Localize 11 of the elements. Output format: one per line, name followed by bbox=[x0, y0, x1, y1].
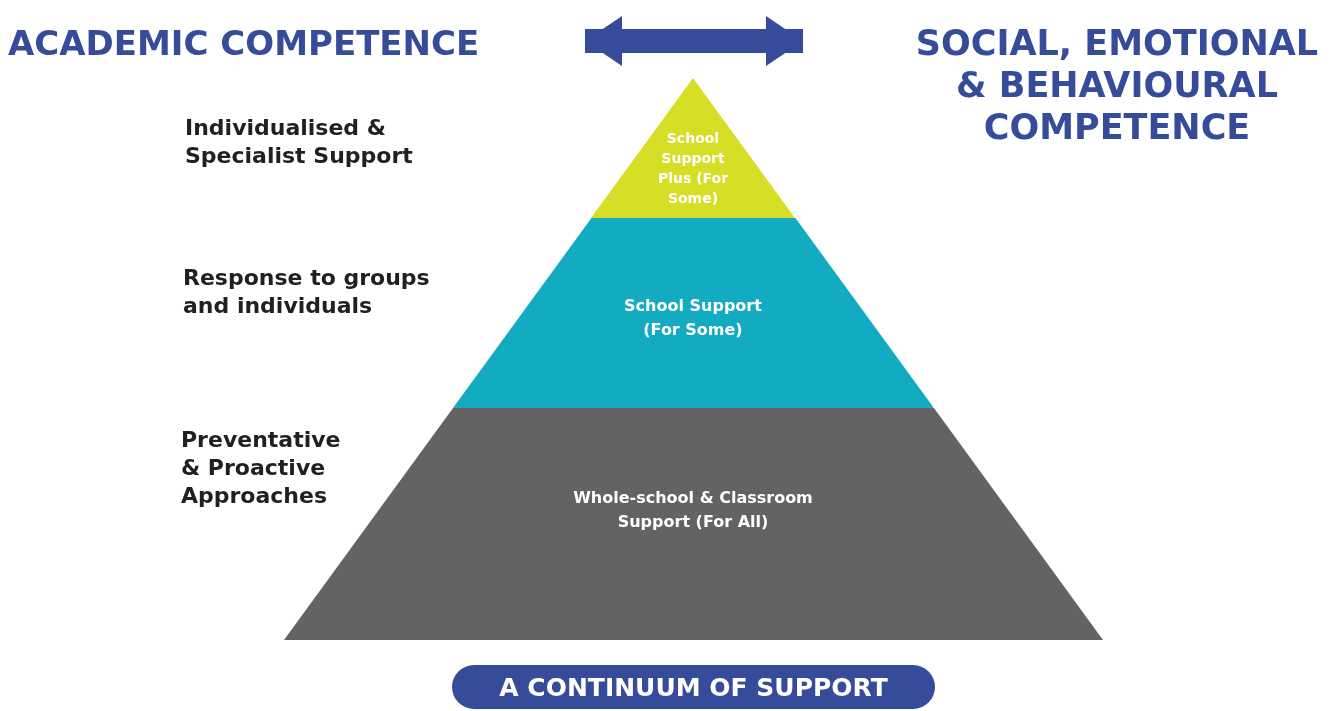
heading: SOCIAL, EMOTIONAL & BEHAVIOURAL COMPETENCE bbox=[803, 22, 1331, 148]
top-tier-triangle bbox=[591, 78, 795, 218]
tier-label: School Support Plus (For Some) bbox=[656, 129, 730, 208]
tier-description: Preventative & Proactive Approaches bbox=[181, 426, 342, 510]
tier-label: Whole-school & Classroom Support (For All) bbox=[572, 487, 814, 533]
tier-description: Individualised & Specialist Support bbox=[185, 114, 414, 170]
tier-description: Response to groups and individuals bbox=[183, 264, 431, 320]
banner-pill: A CONTINUUM OF SUPPORT bbox=[452, 665, 935, 709]
tier-label: School Support (For Some) bbox=[623, 295, 763, 341]
heading: ACADEMIC COMPETENCE bbox=[8, 22, 585, 66]
double-headed-arrow bbox=[585, 16, 803, 66]
